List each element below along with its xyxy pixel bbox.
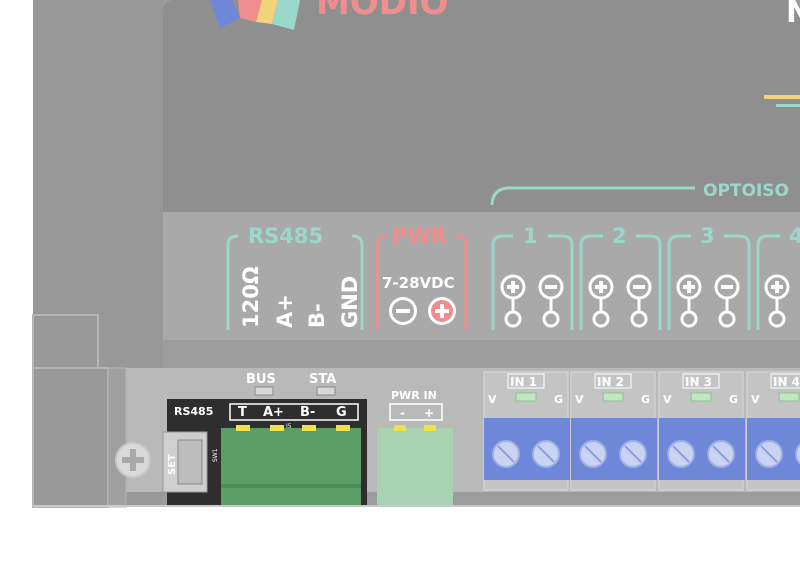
rs485-j-label: J5 — [285, 423, 292, 430]
in-block-g-label: G — [554, 393, 563, 406]
in-block-label: IN 3 — [685, 375, 712, 389]
accent-line-teal — [776, 104, 800, 107]
in-block-led — [778, 392, 800, 402]
led-bus — [254, 386, 274, 396]
terminal-minus-icon — [714, 274, 740, 328]
modio-logo-icon — [210, 0, 300, 30]
sw-label: SW1 — [212, 448, 219, 462]
rs485-title: RS485 — [248, 224, 323, 248]
pwr-in-terminal-block — [377, 428, 453, 507]
in-block-led — [515, 392, 537, 402]
pwr-voltage: 7-28VDC — [382, 274, 455, 292]
rs485-pin-b: B- — [305, 303, 329, 328]
accent-line-yellow — [764, 95, 800, 99]
in-block-v-label: V — [575, 393, 584, 406]
in-block-2: IN 2 V G — [570, 371, 657, 491]
input-group-3: 3 — [667, 224, 751, 330]
in-block-led — [602, 392, 624, 402]
input-number-3: 3 — [700, 224, 715, 248]
pwr-in-pin-box — [389, 403, 443, 421]
opto-bracket — [490, 186, 695, 206]
input-terminal-symbols — [500, 274, 790, 328]
rs485-pin-b-minus: B- — [300, 405, 315, 420]
rs485-pin-g: G — [336, 405, 347, 420]
mount-screw-icon — [115, 442, 151, 478]
terminal-minus-icon — [626, 274, 652, 328]
rs485-pin-a-plus: A+ — [263, 405, 284, 420]
pwr-in-pin-plus: + — [424, 406, 434, 420]
in-block-label: IN 1 — [510, 375, 537, 389]
pwr-title: PWR — [392, 224, 447, 248]
led-sta — [316, 386, 336, 396]
in-block-v-label: V — [751, 393, 760, 406]
opto-title: OPTOISO — [703, 181, 789, 201]
left-rail-strip — [107, 367, 127, 508]
pwr-bracket-right — [455, 234, 468, 330]
terminal-plus-icon — [588, 274, 614, 328]
rs485-bracket-right — [351, 234, 364, 330]
input-number-1: 1 — [523, 224, 538, 248]
in-block-1: IN 1 V G — [483, 371, 570, 491]
rs485-pin-120: 120Ω — [239, 266, 263, 328]
input-number-2: 2 — [612, 224, 627, 248]
terminal-screw-icon — [795, 443, 800, 465]
rs485-pin-box — [229, 403, 359, 421]
in-block-led — [690, 392, 712, 402]
input-number-4: 4 — [789, 224, 800, 248]
rs485-pin-a: A+ — [273, 294, 297, 328]
rs485-pin-gnd: GND — [338, 276, 362, 328]
terminal-plus-icon — [764, 274, 790, 328]
rs485-connector-label: RS485 — [174, 405, 213, 418]
rs485-terminal-block — [221, 428, 361, 507]
rs485-pin-t: T — [238, 405, 247, 420]
pwr-in-pin-minus: - — [400, 406, 405, 420]
led-sta-label: STA — [309, 372, 336, 387]
set-button-label: SET — [167, 454, 178, 475]
brand-text: MODIO — [316, 0, 449, 23]
led-bus-label: BUS — [246, 372, 276, 387]
in-block-3: IN 3 V G — [658, 371, 745, 491]
pwr-bracket-left — [375, 234, 388, 330]
terminal-plus-icon — [500, 274, 526, 328]
in-block-4: IN 4 V — [746, 371, 800, 491]
terminal-minus-icon — [538, 274, 564, 328]
in-block-label: IN 2 — [597, 375, 624, 389]
in-block-label: IN 4 — [773, 375, 800, 389]
in-block-v-label: V — [663, 393, 672, 406]
terminal-plus-icon — [676, 274, 702, 328]
rs485-bracket-left — [226, 234, 239, 330]
in-block-v-label: V — [488, 393, 497, 406]
input-group-1: 1 — [491, 224, 574, 330]
in-block-g-label: G — [729, 393, 738, 406]
pwr-in-label: PWR IN — [391, 389, 437, 402]
brand-corner-letter: N — [786, 0, 800, 30]
input-group-2: 2 — [579, 224, 662, 330]
in-block-g-label: G — [641, 393, 650, 406]
input-group-4: 4 — [756, 224, 800, 330]
